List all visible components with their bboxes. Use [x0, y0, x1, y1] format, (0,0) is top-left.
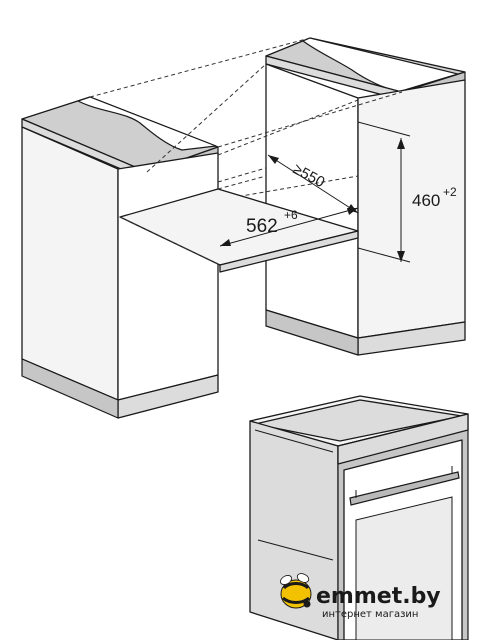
brand-tagline: интернет магазин [322, 609, 418, 620]
left-cabinet [21, 96, 219, 419]
brand-name: emmet.by [316, 584, 441, 609]
height-tolerance: +2 [443, 185, 457, 199]
niche-opening [89, 37, 403, 273]
right-cabinet [265, 37, 466, 356]
dimension-lines [219, 121, 411, 263]
height-label: 460 [412, 191, 440, 210]
emmet-logo: emmet.by интернет магазин [280, 573, 441, 620]
bee-icon [280, 573, 312, 609]
width-tolerance: +6 [284, 208, 298, 222]
width-label: 562 [246, 216, 278, 237]
oven-appliance [249, 395, 469, 640]
